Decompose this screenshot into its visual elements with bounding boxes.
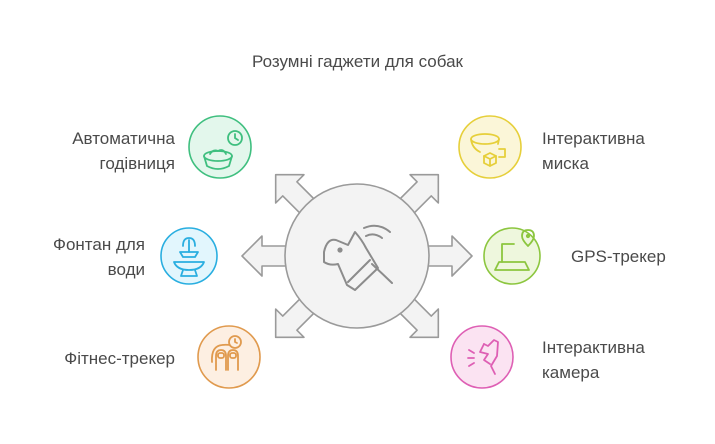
bowl-clock-icon: [203, 130, 243, 170]
label-gps-line1: GPS-трекер: [571, 247, 666, 266]
barking-dog-camera-icon: [467, 339, 499, 375]
label-gps: GPS-трекер: [571, 244, 711, 269]
interactive-bowl-icon: [470, 133, 506, 167]
interactive-bowl-node: [458, 115, 522, 179]
label-feeder-line2: годівниця: [99, 154, 175, 173]
gps-node: [483, 227, 541, 285]
label-bowl-line1: Інтерактивна: [542, 129, 645, 148]
label-fitness: Фітнес-трекер: [20, 346, 175, 371]
feeder-node: [188, 115, 252, 179]
fountain-node: [160, 227, 218, 285]
label-fountain: Фонтан для води: [20, 232, 145, 282]
diagram-title: Розумні гаджети для собак: [252, 52, 463, 71]
label-feeder: Автоматична годівниця: [30, 126, 175, 176]
fitness-node: [197, 325, 261, 389]
label-interactive-camera: Інтерактивна камера: [542, 335, 712, 385]
label-camera-line1: Інтерактивна: [542, 338, 645, 357]
label-fountain-line2: води: [107, 260, 145, 279]
label-bowl-line2: миска: [542, 154, 589, 173]
label-fountain-line1: Фонтан для: [53, 235, 145, 254]
label-interactive-bowl: Інтерактивна миска: [542, 126, 712, 176]
label-camera-line2: камера: [542, 363, 600, 382]
center-circle: [284, 183, 430, 329]
label-feeder-line1: Автоматична: [72, 129, 175, 148]
smart-dog-icon: [323, 224, 393, 291]
fitness-tracker-icon: [211, 335, 242, 371]
gps-laptop-icon: [494, 229, 535, 271]
label-fitness-line1: Фітнес-трекер: [64, 349, 175, 368]
fountain-icon: [173, 237, 205, 277]
camera-node: [450, 325, 514, 389]
